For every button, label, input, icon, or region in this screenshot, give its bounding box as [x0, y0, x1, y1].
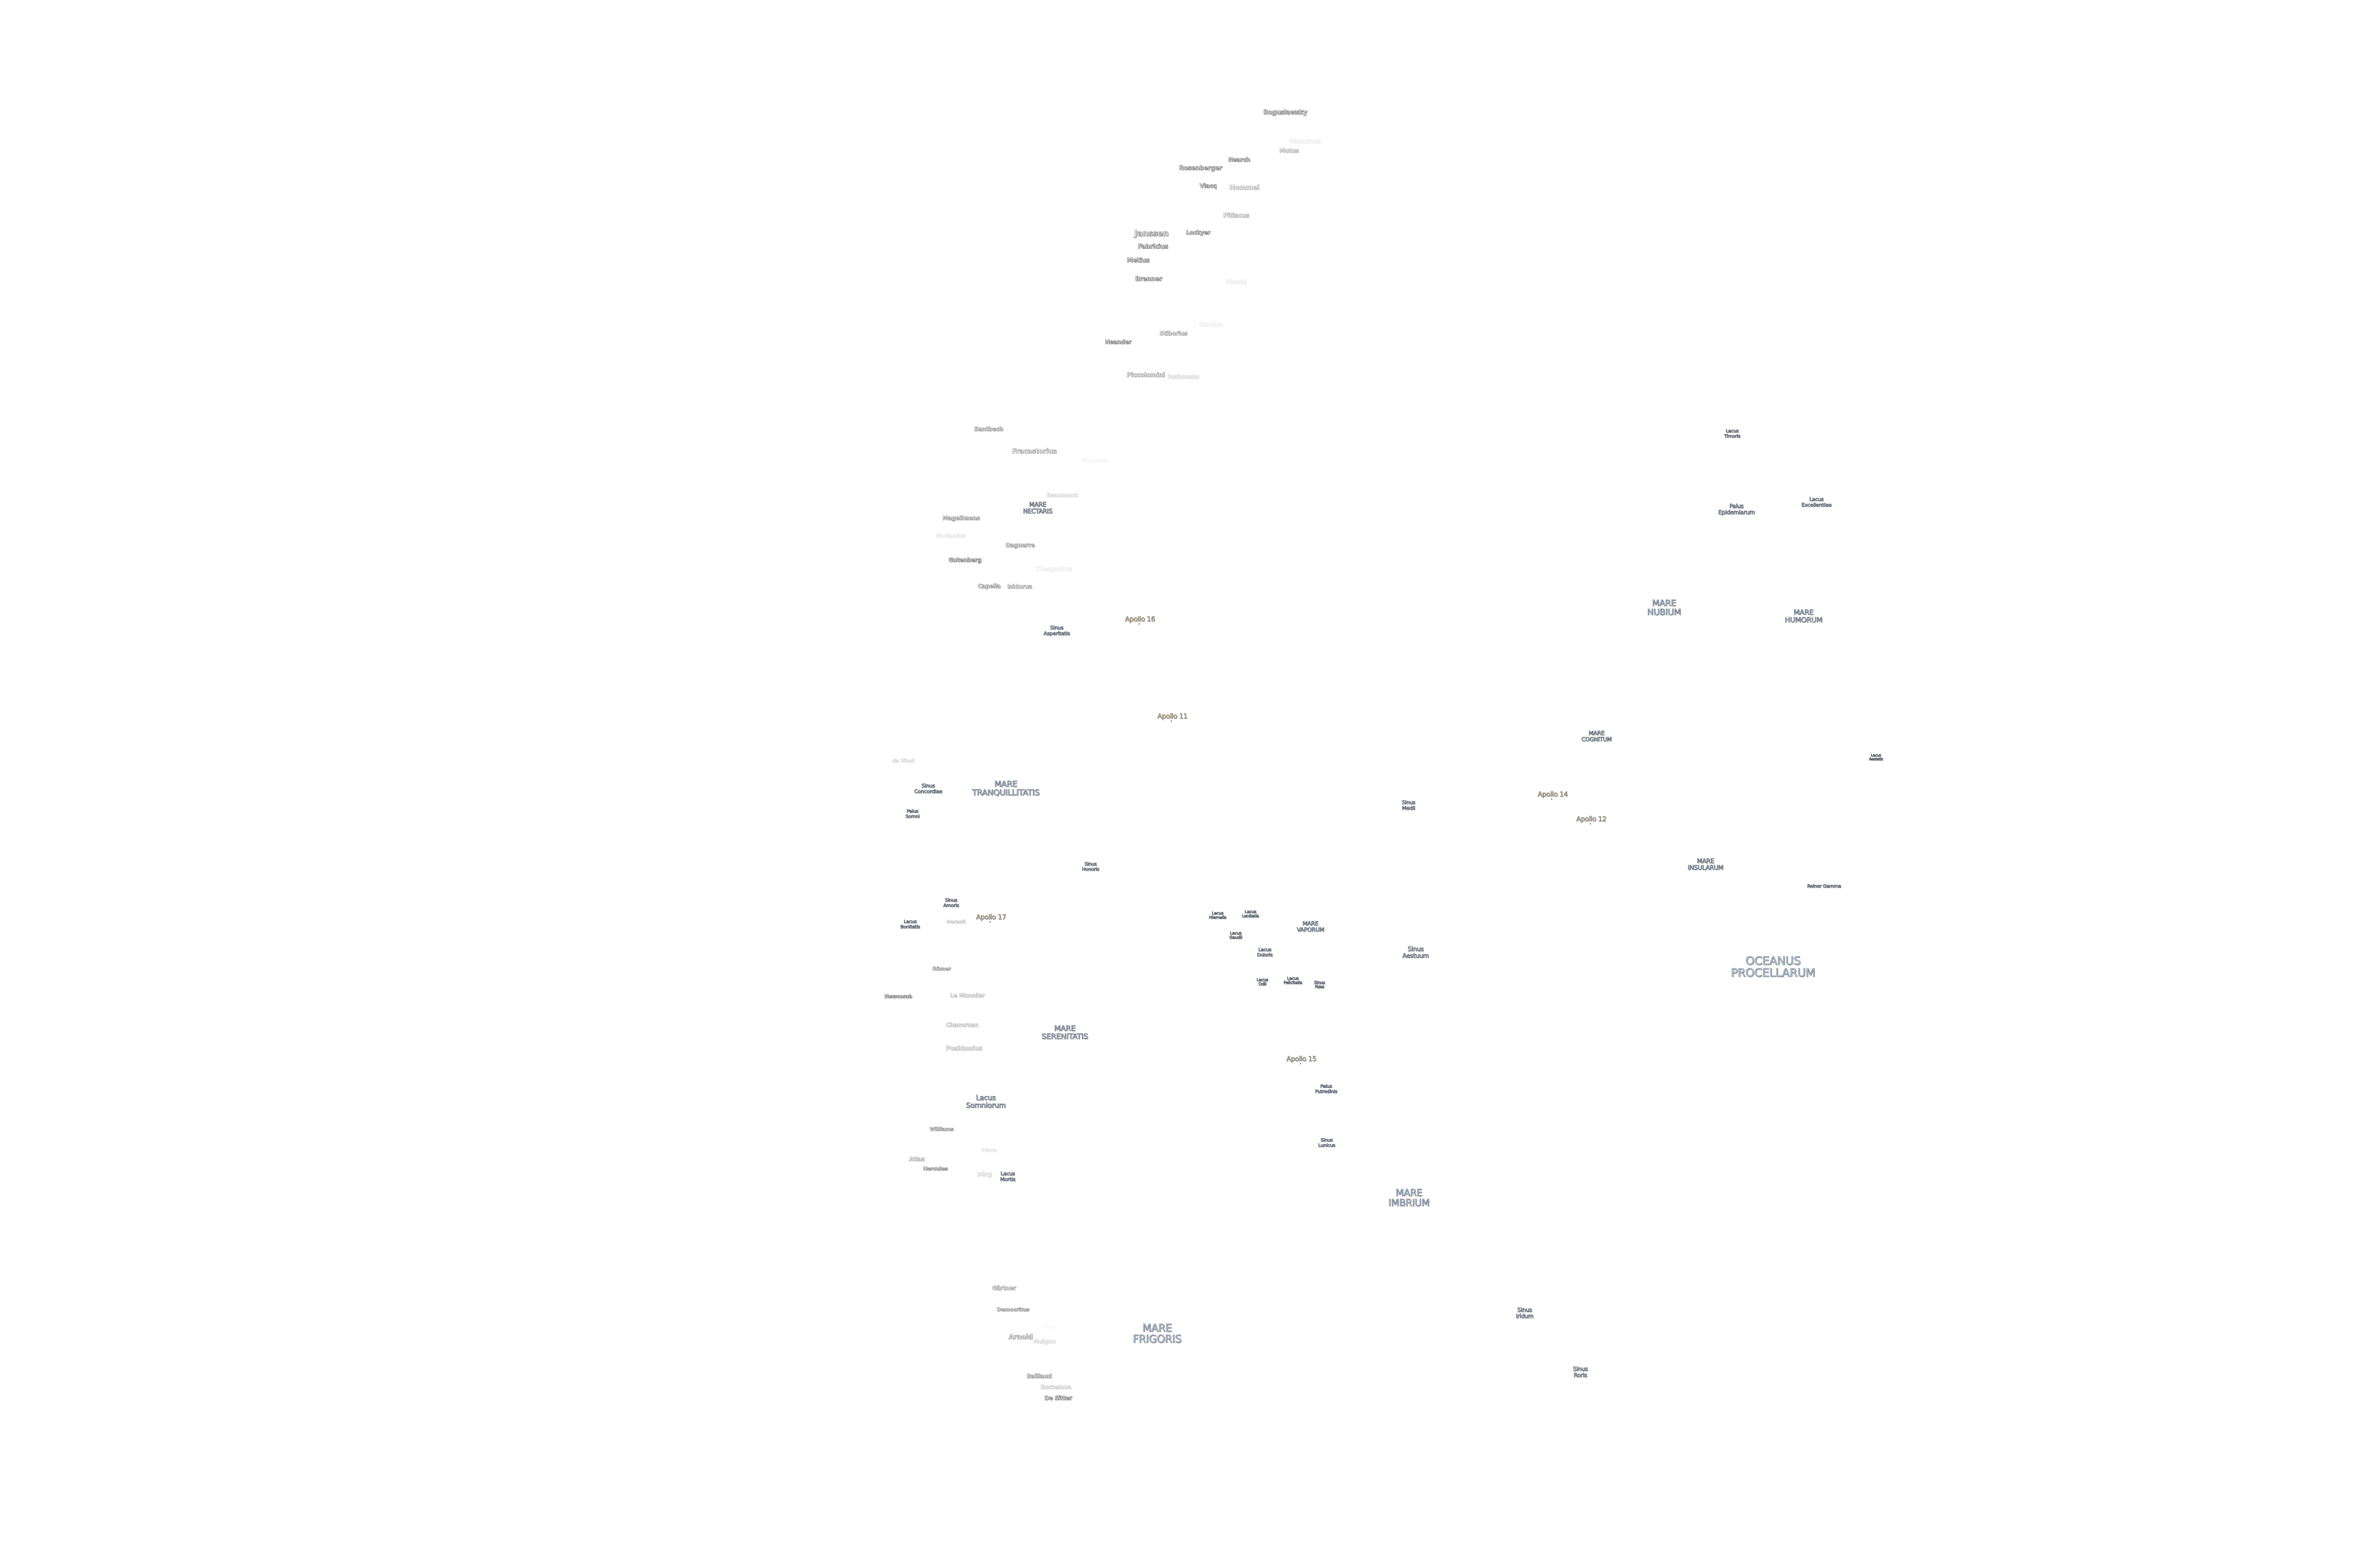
map-label-apollo-12[interactable]: Apollo 12 [1576, 815, 1606, 823]
map-label-sinus-iridum[interactable]: Sinus Iridum [1516, 1306, 1534, 1319]
map-label-reiner-gamma[interactable]: Reiner Gamma [1807, 883, 1841, 889]
map-label-arnold[interactable]: Arnold [1008, 1333, 1033, 1341]
map-label-gartner[interactable]: Gärtner [992, 1285, 1016, 1292]
map-label-boguslawsky[interactable]: Boguslawsky [1263, 109, 1308, 117]
map-label-atlas[interactable]: Atlas [909, 1156, 925, 1163]
map-label-lacus-gaudii[interactable]: Lacus Gaudii [1229, 931, 1242, 940]
map-label-rosenberger[interactable]: Rosenberger [1179, 165, 1222, 172]
map-label-hercules[interactable]: Hercules [923, 1166, 948, 1172]
map-label-brenner[interactable]: Brenner [1135, 276, 1162, 283]
map-label-apollo-11[interactable]: Apollo 11 [1157, 712, 1188, 721]
map-label-euctemon[interactable]: Euctemon [1040, 1384, 1071, 1391]
map-label-gutenberg[interactable]: Gutenberg [948, 556, 982, 563]
map-label-nicolai[interactable]: Nicolai [1226, 278, 1247, 286]
map-label-romer[interactable]: Römer [932, 966, 951, 972]
map-label-sinus-asperitatis[interactable]: Sinus Asperitatis [1043, 624, 1070, 636]
map-label-apollo-14[interactable]: Apollo 14 [1537, 791, 1568, 799]
map-label-mare-insularum[interactable]: MARE INSULARUM [1687, 858, 1724, 871]
map-label-nearch[interactable]: Nearch [1228, 156, 1250, 163]
map-label-chacornac[interactable]: Chacornac [946, 1021, 979, 1028]
landing-site-marker-icon [990, 921, 991, 923]
map-label-oceanus-procellarum[interactable]: OCEANUS PROCELLARUM [1731, 954, 1815, 979]
map-label-lacus-hiemalis[interactable]: Lacus Hiemalis [1209, 911, 1227, 920]
map-label-piccolomini[interactable]: Piccolomini [1126, 372, 1165, 379]
map-label-fabricius[interactable]: Fabricius [1138, 243, 1168, 251]
map-label-metius[interactable]: Metius [1127, 257, 1150, 265]
map-label-palus-putredinis[interactable]: Palus Putredinis [1315, 1084, 1338, 1094]
map-label-moigno[interactable]: Moigno [1033, 1338, 1056, 1345]
map-label-democritus[interactable]: Democritus [997, 1306, 1030, 1313]
map-label-apollo-15[interactable]: Apollo 15 [1286, 1055, 1317, 1063]
map-label-polybius[interactable]: Polybius [1081, 457, 1108, 464]
landing-site-marker-icon [1171, 721, 1172, 722]
map-label-magelhaens[interactable]: Magelhaens [942, 514, 980, 522]
map-label-capella[interactable]: Capella [978, 583, 1001, 590]
map-label-lacus-bonitatis[interactable]: Lacus Bonitatis [900, 919, 920, 929]
map-label-mare-humorum[interactable]: MARE HUMORUM [1785, 608, 1823, 624]
map-label-lacus-mortis[interactable]: Lacus Mortis [1000, 1170, 1016, 1182]
map-label-mare-tranquillitatis[interactable]: MARE TRANQUILLITATIS [972, 780, 1040, 798]
map-label-mare-serenitatis[interactable]: MARE SERENITATIS [1041, 1024, 1089, 1041]
map-label-neander[interactable]: Neander [1105, 338, 1131, 346]
map-label-mare-frigoris[interactable]: MARE FRIGORIS [1132, 1322, 1182, 1345]
map-label-de-sitter[interactable]: De Sitter [1044, 1394, 1072, 1402]
map-label-lacus-doloris[interactable]: Lacus Doloris [1257, 947, 1273, 958]
map-label-sinus-concordiae[interactable]: Sinus Concordiae [914, 782, 942, 794]
map-label-lacus-excellentiae[interactable]: Lacus Excellentiae [1801, 496, 1832, 508]
map-label-lockyer[interactable]: Lockyer [1186, 229, 1210, 236]
map-label-lacus-somniorum[interactable]: Lacus Somniorum [966, 1093, 1006, 1109]
map-label-mare-nubium[interactable]: MARE NUBIUM [1647, 598, 1681, 617]
map-label-sinus-lunicus[interactable]: Sinus Lunicus [1318, 1137, 1336, 1148]
map-label-riccius[interactable]: Riccius [1199, 321, 1223, 329]
map-label-le-monnier[interactable]: Le Monnier [950, 992, 985, 999]
map-label-baillaud[interactable]: Baillaud [1026, 1373, 1052, 1380]
map-label-palus-epidemiarum[interactable]: Palus Epidemiarum [1718, 503, 1755, 515]
map-label-stiborius[interactable]: Stiborius [1159, 330, 1188, 337]
map-label-vlacq[interactable]: Vlacq [1200, 182, 1217, 189]
map-label-lacus-timoris[interactable]: Lacus Timoris [1724, 428, 1741, 439]
map-label-newcomb[interactable]: Newcomb [884, 993, 912, 1000]
map-label-lacus-aestatis[interactable]: Lacus Aestatis [1869, 753, 1883, 761]
map-label-apollo-16[interactable]: Apollo 16 [1125, 615, 1155, 623]
map-label-santbech[interactable]: Santbech [974, 425, 1003, 433]
map-label-plana[interactable]: Plana [981, 1147, 997, 1154]
map-label-mare-imbrium[interactable]: MARE IMBRIUM [1388, 1187, 1430, 1208]
map-label-manzinus[interactable]: Manzinus [1289, 138, 1321, 146]
map-label-posidonius[interactable]: Posidonius [945, 1045, 982, 1053]
map-label-sinus-medii[interactable]: Sinus Medii [1401, 799, 1416, 811]
map-label-apollo-17[interactable]: Apollo 17 [976, 913, 1006, 921]
map-label-palus-somni[interactable]: Palus Somni [905, 809, 920, 819]
map-label-lacus-odii[interactable]: Lacus Odii [1256, 978, 1269, 987]
map-label-goclenius[interactable]: Goclenius [935, 532, 966, 539]
map-label-sinus-roris[interactable]: Sinus Roris [1573, 1365, 1588, 1378]
map-label-rothmann[interactable]: Rothmann [1167, 373, 1200, 380]
map-label-sinus-honoris[interactable]: Sinus Honoris [1081, 861, 1100, 872]
map-label-fracastorius[interactable]: Fracastorius [1012, 447, 1057, 455]
map-label-pitiscus[interactable]: Pitiscus [1223, 212, 1250, 220]
map-label-sinus-aestuum[interactable]: Sinus Aestuum [1402, 946, 1429, 959]
landing-site-marker-icon [1139, 623, 1140, 625]
map-label-burg[interactable]: Bürg [977, 1171, 992, 1178]
landing-site-marker-icon [1590, 823, 1591, 825]
landing-site-marker-icon [1300, 1063, 1301, 1065]
map-label-sinus-fidei[interactable]: Sinus Fidei [1314, 980, 1325, 990]
map-label-mare-cognitum[interactable]: MARE COGNITUM [1581, 730, 1612, 742]
map-label-hommel[interactable]: Hommel [1229, 184, 1259, 192]
map-label-maraldi[interactable]: Maraldi [946, 919, 966, 925]
landing-site-marker-icon [1551, 799, 1552, 800]
map-label-beaumont[interactable]: Beaumont [1046, 492, 1078, 499]
map-label-williams[interactable]: Williams [929, 1126, 954, 1133]
map-label-isidorus[interactable]: Isidorus [1007, 583, 1032, 590]
map-label-mare-vaporum[interactable]: MARE VAPORUM [1297, 920, 1325, 933]
map-label-theophilus[interactable]: Theophilus [1035, 566, 1072, 573]
map-label-lacus-lenitatis[interactable]: Lacus Lenitatis [1242, 909, 1259, 919]
map-label-daguerre[interactable]: Daguerre [1005, 542, 1035, 549]
map-label-janssen[interactable]: Janssen [1134, 229, 1169, 239]
map-label-da-vinci[interactable]: da Vinci [892, 758, 914, 764]
map-label-mare-nectaris[interactable]: MARE NECTARIS [1023, 501, 1052, 515]
map-label-mutus[interactable]: Mutus [1279, 147, 1299, 154]
map-label-kane[interactable]: Kane [1041, 1323, 1057, 1330]
map-label-lacus-felicitatis[interactable]: Lacus Felicitatis [1283, 976, 1302, 986]
map-label-sinus-amoris[interactable]: Sinus Amoris [943, 898, 959, 908]
